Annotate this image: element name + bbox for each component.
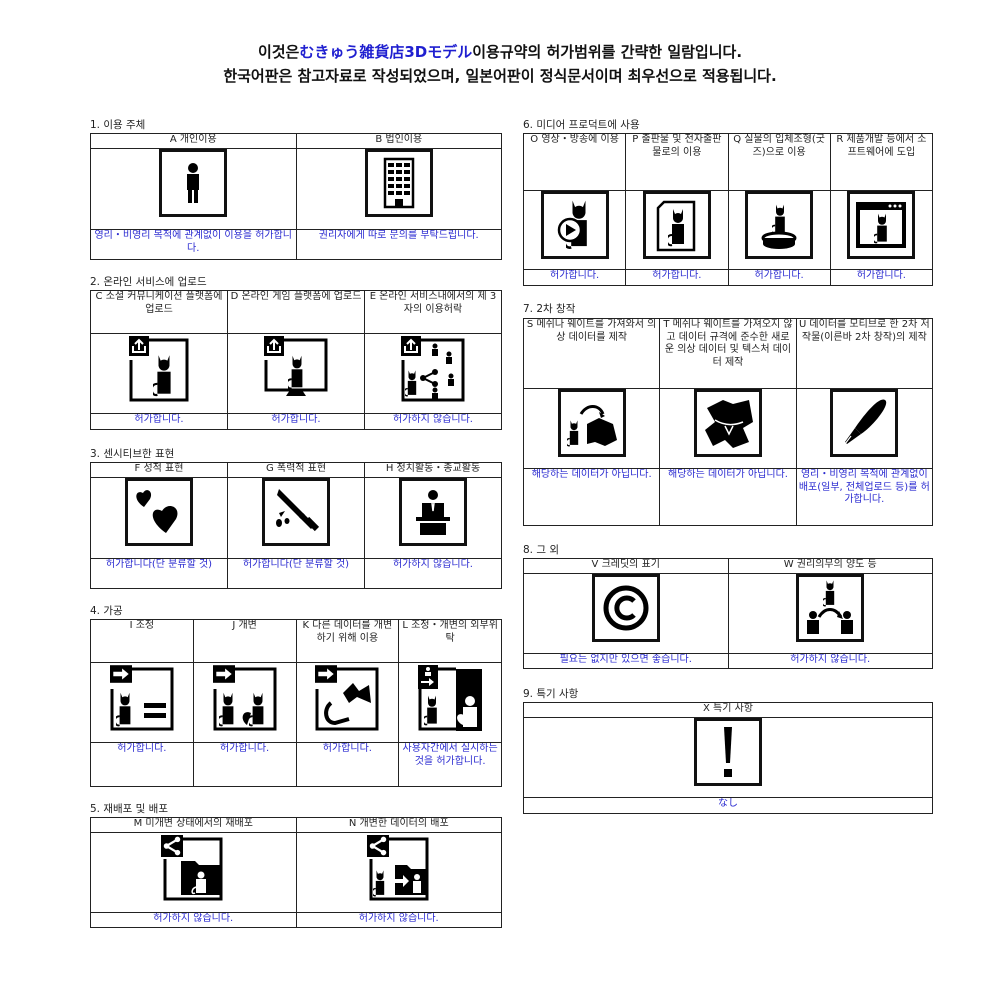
- clothing-transfer-icon: [557, 389, 626, 457]
- item-header-t: T 메쉬나 웨이트를 가져오지 않고 데이터 규격에 준수한 새로운 의상 데이…: [659, 318, 797, 389]
- item-status-e: 허가하지 않습니다.: [364, 413, 502, 430]
- item-header-k: K 다른 데이터를 개변하기 위해 이용: [295, 619, 400, 663]
- permission-table: A 개인이용 B 법인이용 영리・비영리 목적에 관계없이 이용을 허가합니다.…: [90, 133, 502, 260]
- item-header-h: H 정치활동・종교활동: [364, 462, 502, 478]
- section-label: 2. 온라인 서비스에 업로드: [90, 276, 207, 288]
- parts-reuse-icon: [313, 663, 382, 731]
- item-header-g: G 폭력적 표현: [227, 462, 365, 478]
- knife-icon: [262, 478, 330, 546]
- item-status-n: 허가하지 않습니다.: [295, 912, 502, 928]
- hearts-icon: [125, 478, 193, 546]
- item-header-b: B 법인이용: [295, 133, 502, 149]
- item-header-f: F 성적 표현: [90, 462, 228, 478]
- figure-icon: [745, 191, 814, 259]
- brand-name: むきゅう雑貨店3Dモデル: [299, 43, 473, 61]
- share-folder-icon: [159, 833, 228, 901]
- modify-icon: [210, 663, 279, 731]
- item-status-r: 허가합니다.: [829, 269, 934, 286]
- item-status-c: 허가합니다.: [90, 413, 228, 430]
- item-header-v: V 크레딧의 표기: [523, 558, 729, 574]
- item-header-m: M 미개변 상태에서의 재배포: [90, 817, 297, 833]
- adjust-equal-icon: [107, 663, 176, 731]
- title-line-1: 이것은むきゅう雑貨店3Dモデル이용규약의 허가범위를 간략한 일람입니다.: [257, 43, 743, 61]
- outsource-icon: [416, 663, 485, 731]
- item-status-i: 허가합니다.: [90, 742, 194, 787]
- item-header-a: A 개인이용: [90, 133, 297, 149]
- section-label: 3. 센시티브한 표현: [90, 448, 175, 460]
- clothing-icon: [693, 389, 762, 457]
- item-header-r: R 제품개발 등에서 소프트웨어에 도입: [829, 133, 934, 191]
- section-label: 8. 그 외: [523, 544, 560, 556]
- item-status-s: 해당하는 데이터가 아닙니다.: [522, 468, 661, 526]
- item-header-n: N 개변한 데이터의 배포: [295, 817, 502, 833]
- exclamation-icon: [694, 718, 762, 786]
- item-header-s: S 메쉬나 웨이트를 가져와서 의상 데이터를 제작: [522, 318, 661, 389]
- title-line-2: 한국어판은 참고자료로 작성되었으며, 일본어판이 정식문서이며 최우선으로 적…: [223, 67, 777, 85]
- item-header-d: D 온라인 게임 플랫폼에 업로드: [227, 290, 365, 334]
- upload-social-icon: [125, 334, 193, 402]
- copyright-icon: [591, 574, 660, 642]
- permission-table: S 메쉬나 웨이트를 가져와서 의상 데이터를 제작 T 메쉬나 웨이트를 가져…: [522, 318, 934, 526]
- section-label: 4. 가공: [90, 605, 123, 617]
- item-header-e: E 온라인 서비스내에서의 제 3자의 이용허락: [364, 290, 502, 334]
- item-status-x: なし: [523, 797, 933, 814]
- item-status-p: 허가합니다.: [625, 269, 729, 286]
- upload-game-icon: [262, 334, 330, 402]
- item-status-l: 사용자간에서 실시하는 것을 허가합니다.: [398, 742, 502, 787]
- video-play-icon: [540, 191, 609, 259]
- item-status-h: 허가하지 않습니다.: [364, 558, 502, 589]
- section-label: 5. 재배포 및 배포: [90, 803, 168, 815]
- software-window-icon: [847, 191, 916, 259]
- permission-table: M 미개변 상태에서의 재배포 N 개변한 데이터의 배포 허가하지 않습니다.…: [90, 817, 502, 928]
- item-status-m: 허가하지 않습니다.: [90, 912, 297, 928]
- item-header-o: O 영상・방송에 이용: [522, 133, 627, 191]
- item-header-x: X 특기 사항: [523, 702, 933, 718]
- upload-share-third-party-icon: [399, 334, 467, 402]
- item-status-t: 해당하는 데이터가 아닙니다.: [659, 468, 797, 526]
- item-status-v: 필요는 없지만 있으면 좋습니다.: [523, 653, 729, 669]
- item-status-b: 권리자에게 따로 문의를 부탁드립니다.: [295, 229, 502, 260]
- building-icon: [364, 149, 433, 217]
- permission-table: X 특기 사항 なし: [523, 702, 933, 814]
- section-label: 7. 2차 창작: [523, 303, 576, 315]
- item-header-l: L 조정・개변의 외부위탁: [398, 619, 502, 663]
- item-header-i: I 조정: [90, 619, 194, 663]
- item-status-k: 허가합니다.: [295, 742, 400, 787]
- item-status-j: 허가합니다.: [192, 742, 297, 787]
- item-status-q: 허가합니다.: [727, 269, 831, 286]
- section-label: 6. 미디어 프로덕트에 사용: [523, 119, 640, 131]
- item-status-w: 허가하지 않습니다.: [727, 653, 933, 669]
- item-header-u: U 데이터를 모티브로 한 2차 저작물(이른바 2차 창작)의 제작: [795, 318, 934, 389]
- item-status-a: 영리・비영리 목적에 관계없이 이용을 허가합니다.: [90, 229, 297, 260]
- item-header-w: W 권리의무의 양도 등: [727, 558, 933, 574]
- permission-table: V 크레딧의 표기 W 권리의무의 양도 등 필요는 없지만 있으면 좋습니다.…: [523, 558, 933, 669]
- item-status-f: 허가합니다(단 분류할 것): [90, 558, 228, 589]
- section-label: 9. 특기 사항: [523, 688, 579, 700]
- page-title: 이것은むきゅう雑貨店3Dモデル이용규약의 허가범위를 간략한 일람입니다. 한국…: [0, 40, 1000, 88]
- item-header-j: J 개변: [192, 619, 297, 663]
- item-status-u: 영리・비영리 목적에 관계없이 배포(일부, 전체업로드 등)를 허가합니다.: [795, 468, 934, 526]
- permission-table: F 성적 표현 G 폭력적 표현 H 정치활동・종교활동 허가합니다(단 분류할…: [90, 462, 502, 589]
- item-status-d: 허가합니다.: [227, 413, 365, 430]
- podium-speaker-icon: [399, 478, 467, 546]
- item-header-q: Q 실물의 입체조형(굿즈)으로 이용: [727, 133, 831, 191]
- share-modified-icon: [364, 833, 433, 901]
- permission-table: C 소셜 커뮤니케이션 플랫폼에 업로드 D 온라인 게임 플랫폼에 업로드 E…: [90, 290, 502, 430]
- person-icon: [159, 149, 228, 217]
- permission-table: I 조정 J 개변 K 다른 데이터를 개변하기 위해 이용 L 조정・개변의 …: [90, 619, 502, 787]
- transfer-rights-icon: [796, 574, 865, 642]
- publication-icon: [642, 191, 711, 259]
- section-label: 1. 이용 주체: [90, 119, 146, 131]
- item-header-c: C 소셜 커뮤니케이션 플랫폼에 업로드: [90, 290, 228, 334]
- item-header-p: P 출판물 및 전자출판물로의 이용: [625, 133, 729, 191]
- pen-nib-icon: [830, 389, 899, 457]
- permission-table: O 영상・방송에 이용 P 출판물 및 전자출판물로의 이용 Q 실물의 입체조…: [522, 133, 934, 286]
- item-status-g: 허가합니다(단 분류할 것): [227, 558, 365, 589]
- item-status-o: 허가합니다.: [522, 269, 627, 286]
